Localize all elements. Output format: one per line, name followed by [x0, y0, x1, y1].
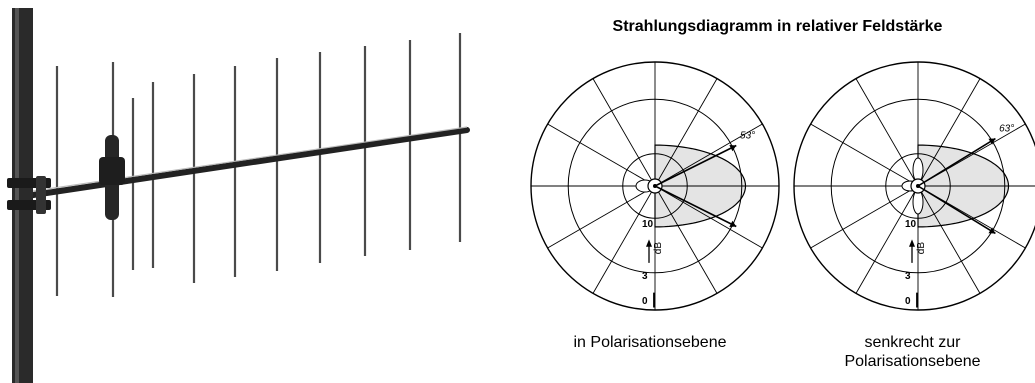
db-arrow-head — [646, 239, 652, 247]
level-label: 3 — [905, 271, 911, 282]
radial-spoke — [547, 123, 656, 187]
radial-spoke — [810, 185, 919, 249]
level-label: 0 — [905, 296, 911, 307]
caption-perpendicular-plane: senkrecht zur Polarisationsebene — [790, 333, 1035, 371]
radial-spoke — [592, 185, 656, 294]
polar-diagram-polarisation-plane: 53° 10 3 0 dB — [530, 61, 780, 311]
opening-angle-line — [917, 137, 996, 187]
radial-spoke — [810, 123, 919, 187]
side-lobe-top — [912, 157, 924, 183]
radial-spoke — [654, 185, 763, 249]
radial-spoke — [917, 78, 981, 187]
caption-polarisation-plane: in Polarisationsebene — [525, 333, 775, 352]
antenna-elements — [55, 33, 462, 297]
radial-spoke — [855, 185, 919, 294]
radial-spoke — [592, 78, 656, 187]
db-arrow-head — [909, 239, 915, 247]
mast-clamp — [7, 176, 51, 214]
opening-angle-label: 63° — [999, 124, 1014, 135]
unit-label: dB — [653, 242, 664, 255]
unit-label: dB — [916, 242, 927, 255]
radial-spoke — [654, 185, 718, 294]
level-label: 10 — [642, 219, 654, 230]
level-label: 0 — [642, 296, 648, 307]
diagram-title: Strahlungsdiagramm in relativer Feldstär… — [612, 18, 943, 35]
radial-spoke — [547, 185, 656, 249]
polar-diagram-perpendicular-plane: 63° 10 3 0 dB — [793, 61, 1035, 311]
caption-line: Polarisationsebene — [844, 353, 981, 370]
antenna-boom — [17, 126, 470, 200]
level-label: 3 — [642, 271, 648, 282]
opening-angle-label: 53° — [740, 131, 755, 142]
opening-angle-arrowhead — [729, 145, 737, 152]
dipole-feed-housing — [99, 135, 125, 220]
opening-angle-arrowhead — [988, 227, 996, 234]
radial-spoke — [917, 185, 981, 294]
opening-angle-arrowhead — [729, 220, 737, 227]
opening-angle-line — [654, 185, 737, 228]
antenna-mast — [12, 8, 33, 383]
radial-spoke — [654, 78, 718, 187]
caption-line: senkrecht zur — [864, 334, 961, 351]
opening-angle-arrowhead — [988, 138, 996, 145]
yagi-antenna-image — [7, 8, 470, 383]
opening-angle-line — [654, 144, 737, 187]
caption-line: in Polarisationsebene — [573, 334, 727, 351]
level-label: 10 — [905, 219, 917, 230]
radial-spoke — [855, 78, 919, 187]
radial-spoke — [654, 123, 763, 187]
side-lobe-bottom — [912, 189, 924, 215]
opening-angle-line — [917, 185, 996, 235]
